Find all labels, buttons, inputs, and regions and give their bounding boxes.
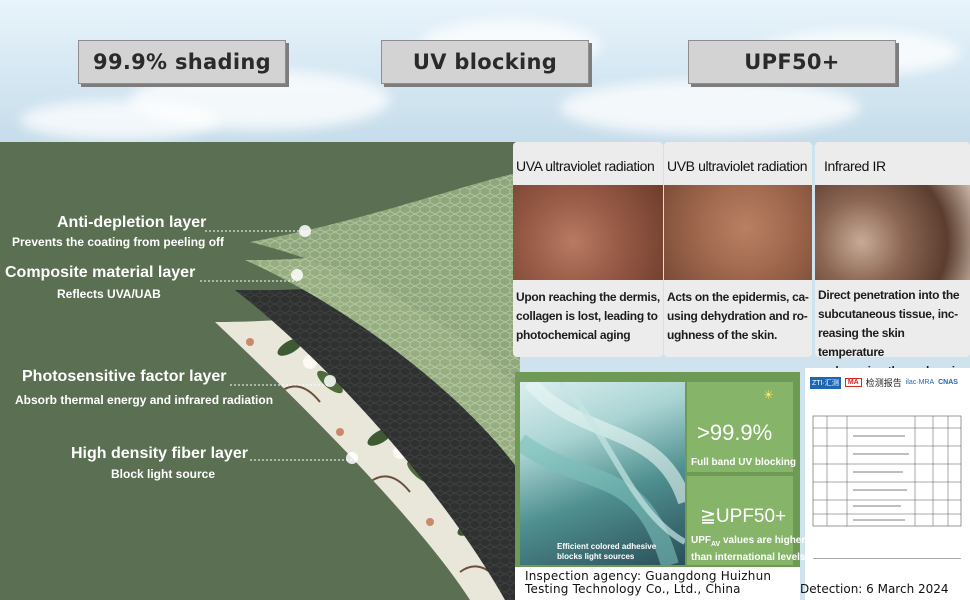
uva-title: UVA ultraviolet radiation — [516, 158, 655, 174]
uva-skin-image — [513, 185, 663, 280]
inspection-box: Inspection agency: Guangdong Huizhun Tes… — [515, 567, 800, 600]
fabric-layers-illustration — [200, 172, 520, 600]
layer-subtitle-photosensitive: Absorb thermal energy and infrared radia… — [15, 393, 274, 407]
uva-text: Upon reaching the dermis, collagen is lo… — [516, 290, 660, 342]
stat-upf-label: UPFAV values are higher than internation… — [691, 535, 806, 563]
infrared-title: Infrared IR — [824, 158, 886, 174]
report-logos: ZTI·汇测 MA 检测报告 ilac·MRA CNAS — [810, 376, 958, 389]
uvb-panel: UVB ultraviolet radiation Acts on the ep… — [664, 142, 812, 357]
inspection-agency: Inspection agency: Guangdong Huizhun Tes… — [525, 569, 772, 596]
test-report-image: ZTI·汇测 MA 检测报告 ilac·MRA CNAS Detection: … — [800, 368, 970, 600]
stat-shading-label: Full band UV blocking — [691, 457, 796, 468]
fabric-caption: Efficient colored adhesive blocks light … — [557, 542, 657, 561]
uva-panel: UVA ultraviolet radiation Upon reaching … — [513, 142, 663, 357]
stat-upf: ≧UPF50+ UPFAV values are higher than int… — [687, 476, 805, 565]
infrared-panel: Infrared IR Direct penetration into the … — [815, 142, 970, 378]
layer-subtitle-anti-depletion: Prevents the coating from peeling off — [12, 235, 225, 249]
layer-title-photosensitive: Photosensitive factor layer — [22, 368, 227, 385]
shading-button[interactable]: 99.9% shading — [78, 40, 286, 84]
sun-icon: ☀ — [763, 388, 774, 402]
layer-title-anti-depletion: Anti-depletion layer — [57, 214, 207, 231]
layer-title-composite: Composite material layer — [5, 264, 196, 281]
fabric-closeup-image: Efficient colored adhesive blocks light … — [520, 382, 685, 565]
upf50-button[interactable]: UPF50+ — [688, 40, 896, 84]
uv-blocking-button[interactable]: UV blocking — [381, 40, 589, 84]
detection-date: Detection: 6 March 2024 — [800, 582, 949, 596]
stat-upf-value: ≧UPF50+ — [700, 506, 787, 527]
report-header: 检测报告 — [865, 378, 902, 388]
stat-shading-value: >99.9% — [697, 420, 773, 445]
uvb-skin-image — [664, 185, 812, 280]
stats-block: Efficient colored adhesive blocks light … — [515, 372, 805, 600]
uvb-text: Acts on the epidermis, ca- using dehydra… — [667, 290, 809, 342]
infrared-skin-image — [815, 185, 970, 280]
infrared-text: Direct penetration into the subcutaneous… — [818, 288, 969, 378]
layer-title-fiber: High density fiber layer — [71, 445, 248, 462]
uvb-title: UVB ultraviolet radiation — [667, 158, 808, 174]
layer-subtitle-composite: Reflects UVA/UAB — [57, 287, 161, 301]
layer-subtitle-fiber: Block light source — [111, 467, 216, 481]
stat-shading: ☀ >99.9% Full band UV blocking — [687, 382, 796, 472]
